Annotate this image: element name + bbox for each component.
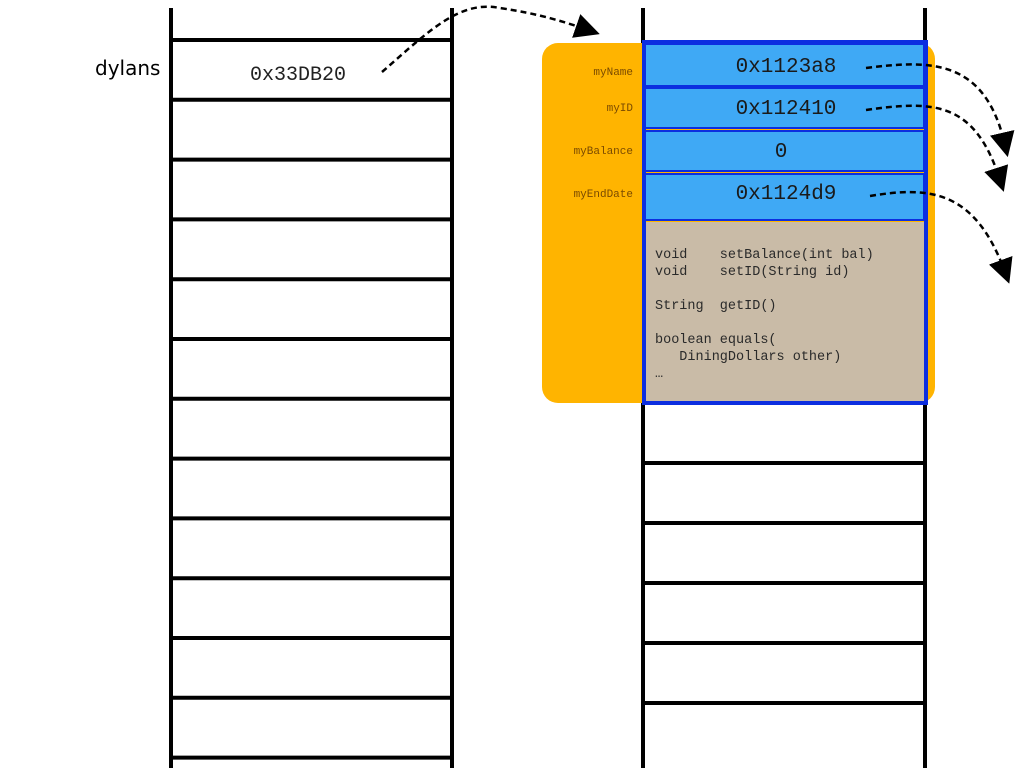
object-outline [642, 40, 928, 405]
field-label-myname: myName [593, 67, 633, 79]
field-label-mybalance: myBalance [574, 146, 633, 158]
method-line: … [655, 367, 663, 382]
field-label-myenddate: myEndDate [574, 189, 633, 201]
method-line: void setBalance(int bal) [655, 248, 874, 263]
method-line: String getID() [655, 299, 777, 314]
method-list: void setBalance(int bal) void setID(Strin… [655, 248, 874, 382]
method-line: DiningDollars other) [655, 350, 841, 365]
field-myenddate-box [643, 173, 925, 221]
method-line: boolean equals( [655, 333, 777, 348]
field-label-myid: myID [607, 103, 634, 115]
myid-pointer-arrow [865, 104, 1009, 192]
stack-slot-dividers [171, 38, 452, 760]
field-value-myname: 0x1123a8 [736, 56, 837, 79]
myname-pointer-arrow [865, 63, 1015, 158]
field-value-myenddate: 0x1124d9 [736, 183, 837, 206]
object-block: myName myID myBalance myEndDate 0x1123a8… [542, 40, 935, 405]
field-mybalance-box [643, 130, 925, 172]
reference-arrow [381, 5, 600, 73]
heap-slot-dividers [643, 401, 925, 705]
field-value-myid: 0x112410 [736, 98, 837, 121]
stack-memory-column [169, 8, 454, 768]
field-myname-box [643, 43, 925, 87]
field-value-mybalance: 0 [775, 141, 788, 164]
methods-area [644, 222, 924, 402]
method-line: void setID(String id) [655, 265, 849, 280]
variable-address-value: 0x33DB20 [250, 64, 346, 87]
variable-name-label: dylans [95, 56, 160, 80]
myenddate-pointer-arrow [869, 190, 1013, 284]
